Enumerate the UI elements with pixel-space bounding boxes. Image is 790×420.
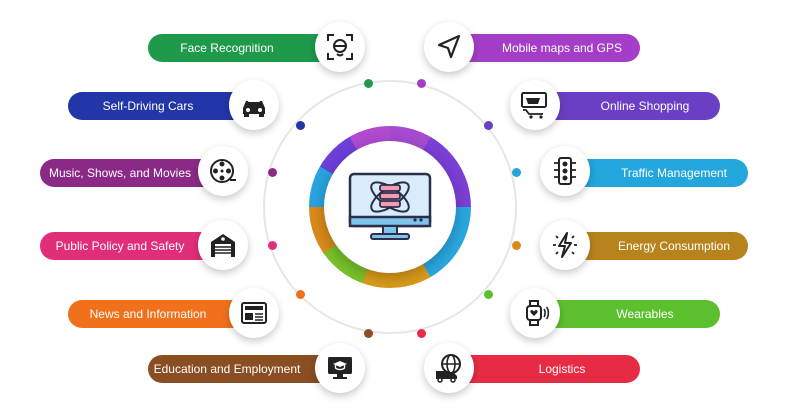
- category-pill-face-recognition: Face Recognition: [148, 34, 346, 62]
- category-label: Logistics: [538, 362, 586, 376]
- icon-badge-face-recognition: [315, 22, 365, 72]
- garage-icon: [211, 234, 235, 257]
- category-label: Self-Driving Cars: [102, 99, 194, 113]
- connector-dot: [512, 241, 521, 250]
- icon-badge-online-shopping: [510, 80, 560, 130]
- icon-badge-news-and-information: [229, 288, 279, 338]
- navigation-arrow-icon: [437, 34, 461, 59]
- connector-dot: [296, 290, 305, 299]
- category-label: Wearables: [616, 307, 674, 321]
- connector-dot: [484, 121, 493, 130]
- icon-badge-mobile-maps-and-gps: [424, 22, 474, 72]
- newspaper-icon: [241, 302, 267, 324]
- connector-dot: [417, 79, 426, 88]
- category-pill-traffic-management: Traffic Management: [560, 159, 748, 187]
- database-monitor-icon: [348, 172, 432, 240]
- connector-dot: [512, 168, 521, 177]
- connector-dot: [364, 79, 373, 88]
- category-pill-wearables: Wearables: [530, 300, 720, 328]
- hub-center: [324, 141, 456, 273]
- icon-badge-self-driving-cars: [229, 80, 279, 130]
- category-pill-education-and-employment: Education and Employment: [148, 355, 346, 383]
- face-scan-icon: [327, 34, 353, 60]
- connector-dot: [268, 168, 277, 177]
- category-pill-energy-consumption: Energy Consumption: [560, 232, 748, 260]
- category-label: Traffic Management: [620, 166, 728, 180]
- icon-badge-energy-consumption: [540, 220, 590, 270]
- graduation-monitor-icon: [328, 357, 352, 379]
- icon-badge-music-shows-and-movies: [198, 146, 248, 196]
- connector-dot: [268, 241, 277, 250]
- category-label: Face Recognition: [180, 41, 274, 55]
- smartwatch-icon: [526, 300, 550, 326]
- connector-dot: [484, 290, 493, 299]
- icon-badge-wearables: [510, 288, 560, 338]
- connector-dot: [417, 329, 426, 338]
- globe-truck-icon: [436, 354, 461, 383]
- icon-badge-traffic-management: [540, 146, 590, 196]
- category-label: Online Shopping: [600, 99, 690, 113]
- shopping-cart-icon: [521, 92, 547, 119]
- category-label: News and Information: [89, 307, 207, 321]
- icon-badge-logistics: [424, 343, 474, 393]
- icon-badge-public-policy-and-safety: [198, 220, 248, 270]
- category-label: Education and Employment: [153, 362, 301, 376]
- lightning-icon: [553, 232, 577, 258]
- category-pill-mobile-maps-and-gps: Mobile maps and GPS: [444, 34, 640, 62]
- film-reel-icon: [210, 159, 236, 183]
- icon-badge-education-and-employment: [315, 343, 365, 393]
- category-label: Energy Consumption: [617, 239, 731, 253]
- car-icon: [243, 98, 265, 117]
- category-label: Mobile maps and GPS: [501, 41, 623, 55]
- connector-dot: [364, 329, 373, 338]
- category-pill-logistics: Logistics: [444, 355, 640, 383]
- connector-dot: [296, 121, 305, 130]
- category-label: Music, Shows, and Movies: [48, 166, 192, 180]
- traffic-light-icon: [554, 157, 576, 185]
- category-pill-online-shopping: Online Shopping: [530, 92, 720, 120]
- category-label: Public Policy and Safety: [55, 239, 185, 253]
